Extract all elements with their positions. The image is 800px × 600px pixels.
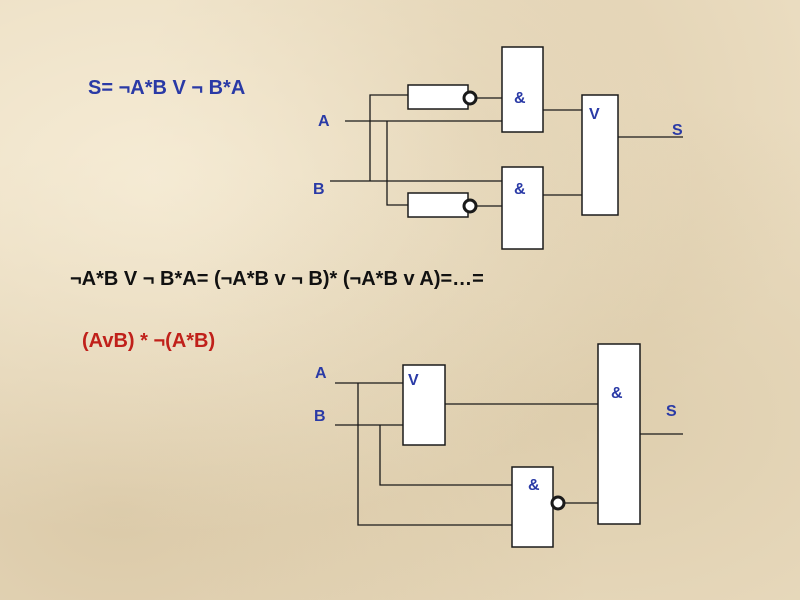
c2-and-label: &: [611, 385, 623, 402]
c1-inverter-2: [407, 192, 469, 218]
c1-inverter-1: [407, 84, 469, 110]
c2-output-label: S: [666, 403, 677, 420]
c1-input-a-label: A: [318, 113, 330, 130]
derivation-line: ¬A*B V ¬ B*A= (¬A*B v ¬ B)* (¬A*B v A)=……: [70, 268, 484, 290]
c1-wire-a-to-inv2: [386, 121, 408, 206]
c2-nand-bubble: [550, 495, 566, 511]
c2-wire-a-to-nand: [357, 383, 512, 526]
c1-and-gate-top: [501, 46, 544, 133]
c2-and-gate: [597, 343, 641, 525]
c1-or-gate: [581, 94, 619, 216]
c2-input-b-label: B: [314, 408, 326, 425]
c1-inverter-2-bubble: [462, 198, 478, 214]
formula-top: S= ¬A*B V ¬ B*A: [88, 77, 246, 99]
c1-inverter-1-bubble: [462, 90, 478, 106]
result-formula: (AvB) * ¬(A*B): [82, 330, 216, 352]
c1-and-bottom-label: &: [514, 181, 526, 198]
c2-wire-b-to-nand: [379, 425, 512, 486]
c1-input-b-label: B: [313, 181, 325, 198]
c2-nand-label: &: [528, 477, 540, 494]
c2-input-a-label: A: [315, 365, 327, 382]
c2-or-gate: [402, 364, 446, 446]
c2-or-label: V: [408, 372, 419, 389]
circuit-1: & & V A B S: [313, 46, 683, 250]
c1-output-label: S: [672, 122, 683, 139]
c1-or-label: V: [589, 106, 600, 123]
circuit-2: V & & A B S: [314, 343, 683, 548]
c1-wire-b-to-inv1: [369, 94, 408, 181]
c1-and-top-label: &: [514, 90, 526, 107]
c1-and-gate-bottom: [501, 166, 544, 250]
